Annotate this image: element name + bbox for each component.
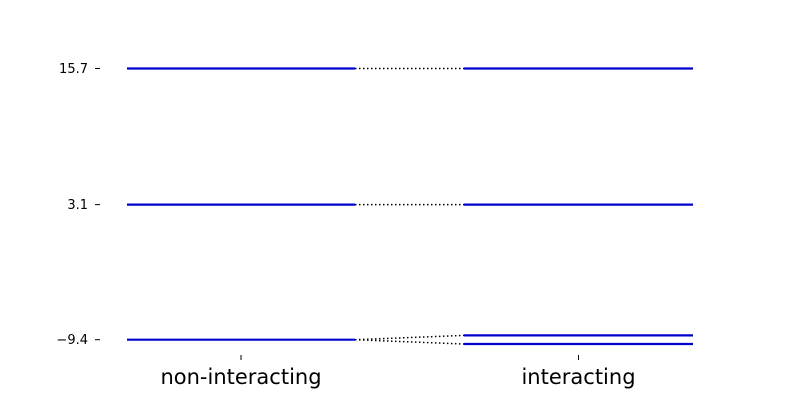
y-tick-label: 15.7 — [59, 62, 88, 77]
connectors-layer — [354, 67, 465, 345]
x-axis-ticks: non-interacting interacting — [160, 355, 636, 389]
y-axis-ticks: 15.7 3.1 −9.4 — [56, 62, 100, 348]
levels-layer — [127, 67, 693, 346]
x-tick-label: non-interacting — [160, 365, 321, 389]
x-tick-label: interacting — [521, 365, 635, 389]
level-connector-line — [354, 334, 465, 341]
level-connector-line — [354, 338, 465, 345]
y-tick-label: −9.4 — [56, 333, 88, 348]
y-tick-label: 3.1 — [67, 198, 88, 213]
